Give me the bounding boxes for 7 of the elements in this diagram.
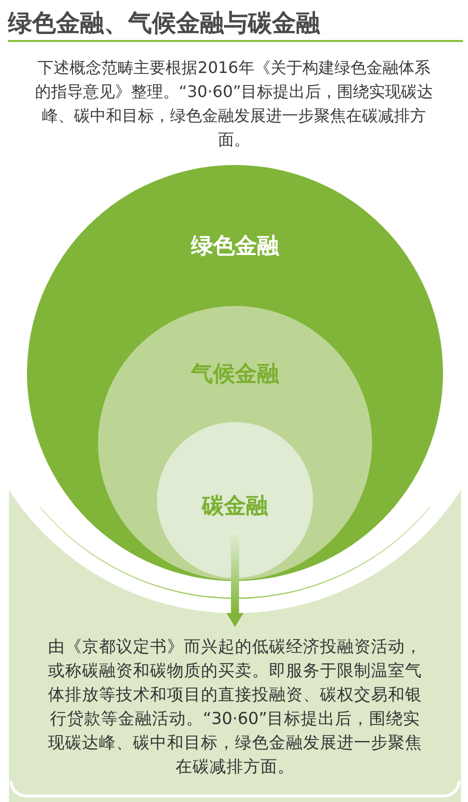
circle-label: 绿色金融 [190, 233, 280, 261]
circle-label: 气候金融 [190, 361, 280, 389]
intro-text: 下述概念范畴主要根据2016年《关于构建绿色金融体系的指导意见》整理。“30·60”目标提出后，围绕实现碳达峰、碳中和目标，绿色金融发展进一步聚焦在碳减排方面。 [34, 57, 434, 151]
panel-text: 由《京都议定书》而兴起的低碳经济投融资活动，或称碳融资和碳物质的买卖。即服务于限制温室气体排放等技术和项目的直接投融资、碳权交易和银行贷款等金融活动。“30·60”目标提出后，围绕实现碳达峰、碳中和目标，绿色金融发展进一步聚焦在碳减排方面。 [47, 636, 423, 778]
arrow [226, 530, 244, 627]
circle-label: 碳金融 [200, 493, 269, 521]
title: 绿色金融、气候金融与碳金融 [8, 8, 320, 38]
